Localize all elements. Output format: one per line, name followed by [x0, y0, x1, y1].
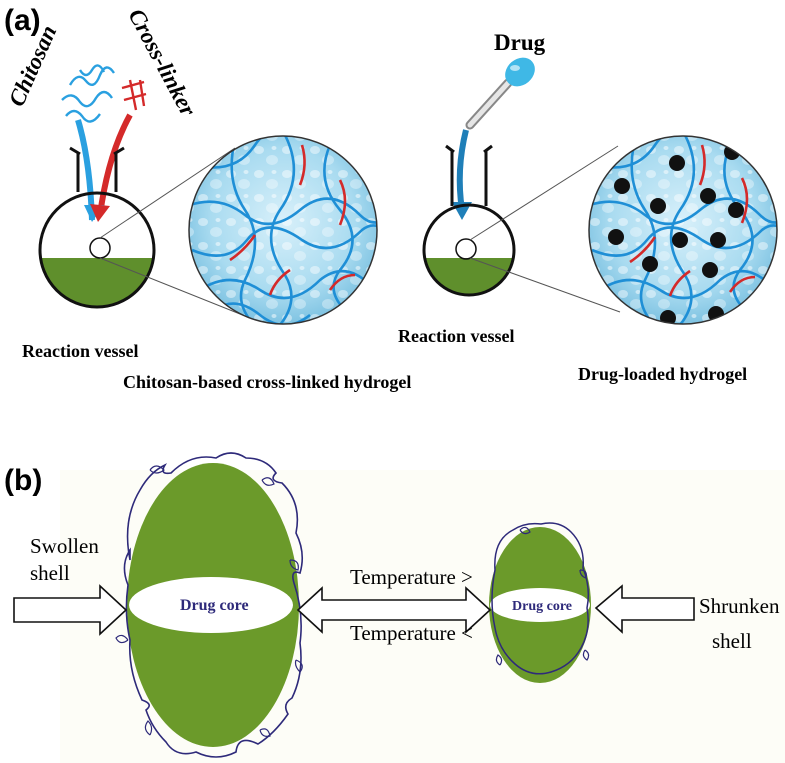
temperature-double-arrow-icon — [296, 586, 492, 634]
hydrogel-label: Chitosan-based cross-linked hydrogel — [123, 372, 411, 392]
crosslinker-arrowhead-icon — [90, 204, 110, 222]
panel-b-letter: (b) — [4, 464, 42, 497]
drug-label: Drug — [494, 30, 546, 55]
drug-core-large-label: Drug core — [180, 597, 249, 614]
swollen-arrow-icon — [13, 584, 128, 636]
reaction-vessel-a — [38, 146, 156, 309]
swollen-label-line2: shell — [30, 561, 70, 585]
shrunken-particle: Drug core — [489, 522, 591, 683]
drug-core-small-label: Drug core — [512, 599, 572, 614]
drug-particles — [608, 144, 744, 324]
chitosan-strands-icon — [61, 64, 115, 123]
shrunken-label-line2: shell — [712, 629, 752, 653]
drug-loaded-hydrogel-circle — [588, 135, 778, 325]
crosslinker-flow-arrow — [97, 113, 133, 216]
temperature-less-label: Temperature < — [350, 621, 473, 645]
shrunken-shell-outline — [491, 522, 590, 675]
swollen-shell-outline — [123, 452, 304, 758]
swollen-label-line1: Swollen — [30, 534, 99, 558]
vessel-label-left: Reaction vessel — [22, 341, 138, 361]
shrunken-label-line1: Shrunken — [699, 594, 780, 618]
zoom-line-a-top — [99, 147, 236, 239]
shrunken-arrow-icon — [594, 584, 695, 634]
zoom-line-b-bottom — [469, 257, 621, 313]
zoom-line-a-bottom — [99, 257, 251, 319]
temperature-greater-label: Temperature > — [350, 565, 473, 589]
hydrogel-magnified-circle — [188, 135, 378, 325]
vessel-label-right: Reaction vessel — [398, 326, 514, 346]
drug-flow-arrow — [456, 129, 469, 211]
swollen-particle: Drug core — [115, 452, 304, 758]
zoom-line-b-top — [469, 145, 619, 241]
crosslinker-icon — [121, 79, 147, 111]
drug-hydrogel-label: Drug-loaded hydrogel — [578, 364, 747, 384]
reaction-vessel-b — [422, 144, 516, 297]
dropper-icon — [465, 57, 535, 130]
panel-a-letter: (a) — [4, 4, 41, 37]
